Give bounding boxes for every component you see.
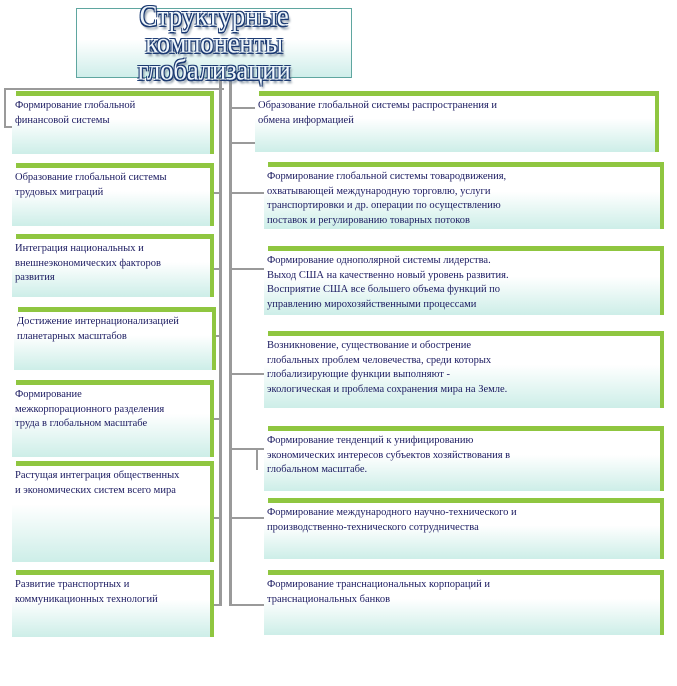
connector-left-6 <box>208 517 220 519</box>
connector-right-4 <box>229 268 265 270</box>
trunk-line-secondary <box>229 76 232 606</box>
left-item-box: Образование глобальной системы трудовых … <box>12 168 210 226</box>
connector-left-7 <box>208 604 220 606</box>
connector-right-2 <box>229 142 257 144</box>
right-item-text: Формирование транснациональных корпораци… <box>267 579 490 605</box>
left-item-text: Интеграция национальных и внешнеэкономич… <box>15 243 161 284</box>
right-item-box: Образование глобальной системы распростр… <box>255 96 655 152</box>
connector-left-2 <box>208 192 220 194</box>
left-item-box: Формирование межкорпорационного разделен… <box>12 385 210 457</box>
connector-left-1 <box>4 126 14 128</box>
right-item-text: Формирование международного научно-техни… <box>267 507 517 533</box>
left-item-box: Интеграция национальных и внешнеэкономич… <box>12 239 210 297</box>
left-item-text: Формирование глобальной финансовой систе… <box>15 100 136 126</box>
connector-right-6 <box>229 448 265 450</box>
right-item-box: Формирование международного научно-техни… <box>264 503 660 559</box>
left-item-box: Растущая интеграция общественных и эконо… <box>12 466 210 562</box>
right-item-box: Формирование тенденций к унифицированию … <box>264 431 660 491</box>
left-item-text: Образование глобальной системы трудовых … <box>15 172 167 198</box>
connector-right-8 <box>229 604 265 606</box>
left-item-text: Формирование межкорпорационного разделен… <box>15 389 165 430</box>
left-item-text: Растущая интеграция общественных и эконо… <box>15 470 180 496</box>
connector-right-6-drop <box>256 448 258 470</box>
right-item-text: Образование глобальной системы распростр… <box>258 100 498 126</box>
left-item-text: Достижение интернационализацией планетар… <box>17 316 179 342</box>
right-item-text: Формирование глобальной системы товародв… <box>267 171 507 226</box>
top-branch-line <box>4 88 224 90</box>
connector-left-3 <box>208 268 220 270</box>
right-item-box: Формирование транснациональных корпораци… <box>264 575 660 635</box>
trunk-line <box>219 76 222 606</box>
connector-right-5 <box>229 373 265 375</box>
left-item-text: Развитие транспортных и коммуникационных… <box>15 579 158 605</box>
connector-right-1 <box>229 107 257 109</box>
connector-left-5 <box>208 418 220 420</box>
diagram-title-box: Структурные компоненты глобализации <box>76 1 352 84</box>
left-vertical-connector <box>4 88 6 128</box>
connector-right-3 <box>229 192 265 194</box>
left-item-box: Формирование глобальной финансовой систе… <box>12 96 210 154</box>
connector-right-7 <box>229 517 265 519</box>
connector-left-4 <box>210 335 220 337</box>
right-item-box: Возникновение, существование и обострени… <box>264 336 660 408</box>
left-item-box: Достижение интернационализацией планетар… <box>14 312 212 370</box>
left-item-box: Развитие транспортных и коммуникационных… <box>12 575 210 637</box>
right-item-box: Формирование глобальной системы товародв… <box>264 167 660 229</box>
diagram-title: Структурные компоненты глобализации <box>137 0 291 86</box>
right-item-box: Формирование однополярной системы лидерс… <box>264 251 660 315</box>
right-item-text: Формирование тенденций к унифицированию … <box>267 435 511 476</box>
right-item-text: Формирование однополярной системы лидерс… <box>267 255 509 310</box>
right-item-text: Возникновение, существование и обострени… <box>267 340 508 395</box>
